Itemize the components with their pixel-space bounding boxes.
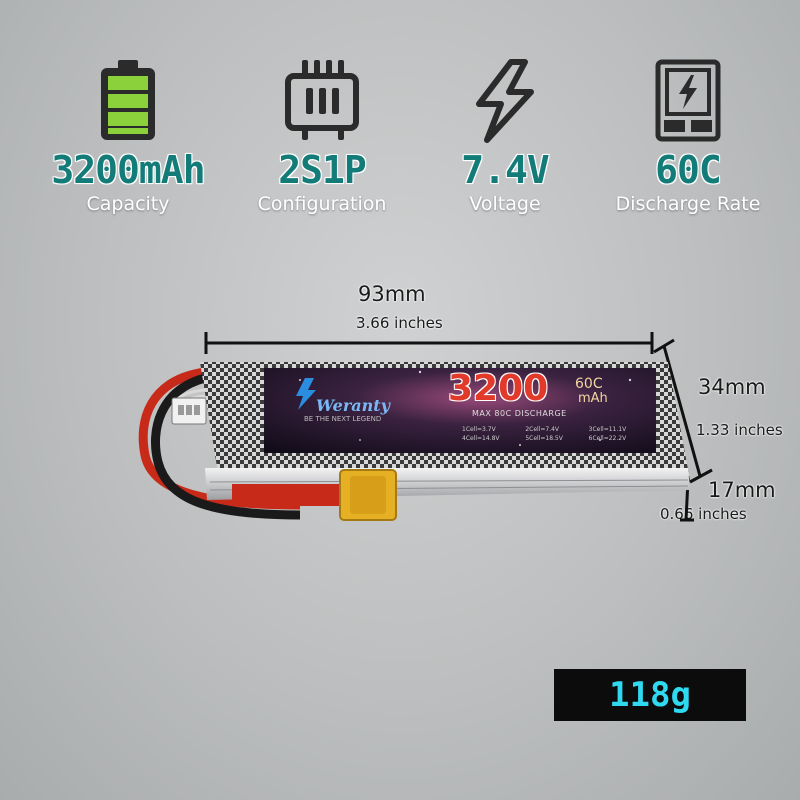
cell-voltage: 4Cell=14.8V xyxy=(462,435,500,442)
spec-value: 60C xyxy=(655,148,722,192)
lightning-icon xyxy=(415,58,595,143)
height-mm: 17mm xyxy=(708,478,776,502)
label-capacity: 3200 xyxy=(448,368,549,409)
width-mm: 34mm xyxy=(698,375,766,399)
spec-configuration: 2S1P Configuration xyxy=(232,58,412,215)
weight-badge: 118g xyxy=(554,669,746,721)
spec-label: Discharge Rate xyxy=(615,193,761,215)
spec-voltage: 7.4V Voltage xyxy=(415,58,595,215)
length-inches: 3.66 inches xyxy=(356,314,443,332)
label-rate: 60C xyxy=(575,376,603,392)
spec-capacity: 3200mAh Capacity xyxy=(38,58,218,215)
cell-voltage: 5Cell=18.5V xyxy=(525,435,563,442)
brand-tagline: BE THE NEXT LEGEND xyxy=(304,415,382,423)
cell-voltage: 6Cell=22.2V xyxy=(588,435,627,442)
spec-label: Configuration xyxy=(257,193,387,215)
cell-voltage: 1Cell=3.7V xyxy=(462,426,496,433)
spec-label: Voltage xyxy=(469,193,541,215)
spec-label: Capacity xyxy=(86,193,170,215)
cell-voltage-table: 1Cell=3.7V 2Cell=7.4V 3Cell=11.1V 4Cell=… xyxy=(462,426,652,442)
width-inches: 1.33 inches xyxy=(696,421,783,439)
battery-icon xyxy=(38,58,218,143)
brand-name: Weranty xyxy=(316,396,390,415)
label-unit: mAh xyxy=(578,391,608,406)
chip-icon xyxy=(232,58,412,143)
length-mm: 93mm xyxy=(358,282,426,306)
spec-value: 7.4V xyxy=(461,148,550,192)
cell-voltage: 3Cell=11.1V xyxy=(588,426,627,433)
spec-value: 2S1P xyxy=(278,148,367,192)
discharge-icon xyxy=(598,58,778,143)
label-max-discharge: MAX 80C DISCHARGE xyxy=(472,409,567,418)
spec-discharge-rate: 60C Discharge Rate xyxy=(598,58,778,215)
cell-voltage: 2Cell=7.4V xyxy=(525,426,560,433)
spec-value: 3200mAh xyxy=(51,148,205,192)
